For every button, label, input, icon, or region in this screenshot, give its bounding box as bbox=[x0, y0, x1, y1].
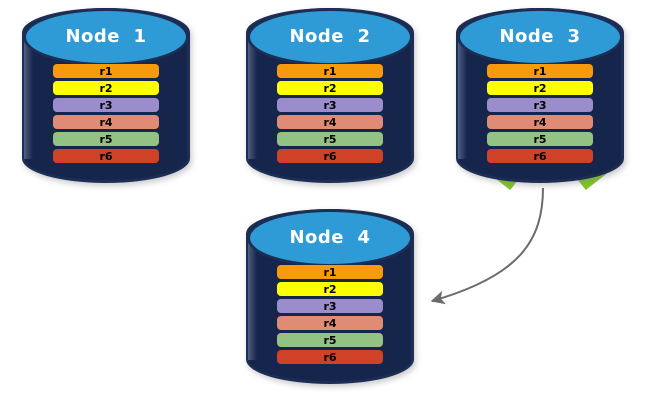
record-row[interactable]: r5 bbox=[487, 132, 593, 146]
record-row[interactable]: r3 bbox=[277, 98, 383, 112]
record-label: r4 bbox=[99, 115, 113, 129]
record-label: r3 bbox=[99, 98, 113, 112]
record-row[interactable]: r1 bbox=[487, 64, 593, 78]
node-1[interactable]: Node 1 r1 r2 r3 r4 r5 r6 bbox=[22, 8, 190, 183]
record-label: r3 bbox=[533, 98, 547, 112]
record-label: r6 bbox=[323, 149, 337, 163]
record-row[interactable]: r4 bbox=[277, 316, 383, 330]
migration-arrow bbox=[430, 187, 544, 305]
record-label: r2 bbox=[99, 81, 113, 95]
node-3[interactable]: Node 3 r1 r2 r3 r4 r5 r6 bbox=[456, 8, 624, 183]
record-list: r1 r2 r3 r4 r5 r6 bbox=[246, 64, 414, 163]
record-label: r5 bbox=[323, 333, 337, 347]
node-title: Node 2 bbox=[289, 26, 371, 47]
record-label: r1 bbox=[99, 64, 113, 78]
record-row[interactable]: r2 bbox=[487, 81, 593, 95]
record-label: r3 bbox=[323, 98, 337, 112]
record-row[interactable]: r2 bbox=[277, 282, 383, 296]
record-label: r3 bbox=[323, 299, 337, 313]
record-label: r5 bbox=[533, 132, 547, 146]
record-label: r6 bbox=[323, 350, 337, 364]
record-label: r4 bbox=[323, 115, 337, 129]
record-row[interactable]: r6 bbox=[277, 149, 383, 163]
record-row[interactable]: r4 bbox=[487, 115, 593, 129]
record-label: r2 bbox=[533, 81, 547, 95]
record-row[interactable]: r6 bbox=[277, 350, 383, 364]
record-row[interactable]: r5 bbox=[53, 132, 159, 146]
record-label: r5 bbox=[323, 132, 337, 146]
cylinder-top-ellipse: Node 2 bbox=[247, 8, 413, 66]
record-label: r6 bbox=[533, 149, 547, 163]
node-title: Node 3 bbox=[499, 26, 581, 47]
record-row[interactable]: r1 bbox=[277, 265, 383, 279]
record-row[interactable]: r2 bbox=[277, 81, 383, 95]
record-list: r1 r2 r3 r4 r5 r6 bbox=[456, 64, 624, 163]
record-row[interactable]: r3 bbox=[487, 98, 593, 112]
record-label: r6 bbox=[99, 149, 113, 163]
record-label: r5 bbox=[99, 132, 113, 146]
node-2[interactable]: Node 2 r1 r2 r3 r4 r5 r6 bbox=[246, 8, 414, 183]
record-row[interactable]: r3 bbox=[277, 299, 383, 313]
record-list: r1 r2 r3 r4 r5 r6 bbox=[246, 265, 414, 364]
record-row[interactable]: r2 bbox=[53, 81, 159, 95]
record-row[interactable]: r5 bbox=[277, 333, 383, 347]
record-label: r1 bbox=[533, 64, 547, 78]
record-list: r1 r2 r3 r4 r5 r6 bbox=[22, 64, 190, 163]
record-row[interactable]: r4 bbox=[277, 115, 383, 129]
node-title: Node 4 bbox=[289, 227, 371, 248]
record-label: r1 bbox=[323, 265, 337, 279]
record-row[interactable]: r3 bbox=[53, 98, 159, 112]
record-row[interactable]: r6 bbox=[487, 149, 593, 163]
record-row[interactable]: r4 bbox=[53, 115, 159, 129]
record-row[interactable]: r5 bbox=[277, 132, 383, 146]
node-4[interactable]: Node 4 r1 r2 r3 r4 r5 r6 bbox=[246, 209, 414, 384]
record-row[interactable]: r1 bbox=[277, 64, 383, 78]
record-row[interactable]: r1 bbox=[53, 64, 159, 78]
cylinder-top-ellipse: Node 4 bbox=[247, 209, 413, 267]
cylinder-top-ellipse: Node 3 bbox=[457, 8, 623, 66]
record-label: r4 bbox=[533, 115, 547, 129]
node-title: Node 1 bbox=[65, 26, 147, 47]
record-row[interactable]: r6 bbox=[53, 149, 159, 163]
record-label: r2 bbox=[323, 282, 337, 296]
record-label: r1 bbox=[323, 64, 337, 78]
record-label: r2 bbox=[323, 81, 337, 95]
cylinder-top-ellipse: Node 1 bbox=[23, 8, 189, 66]
record-label: r4 bbox=[323, 316, 337, 330]
